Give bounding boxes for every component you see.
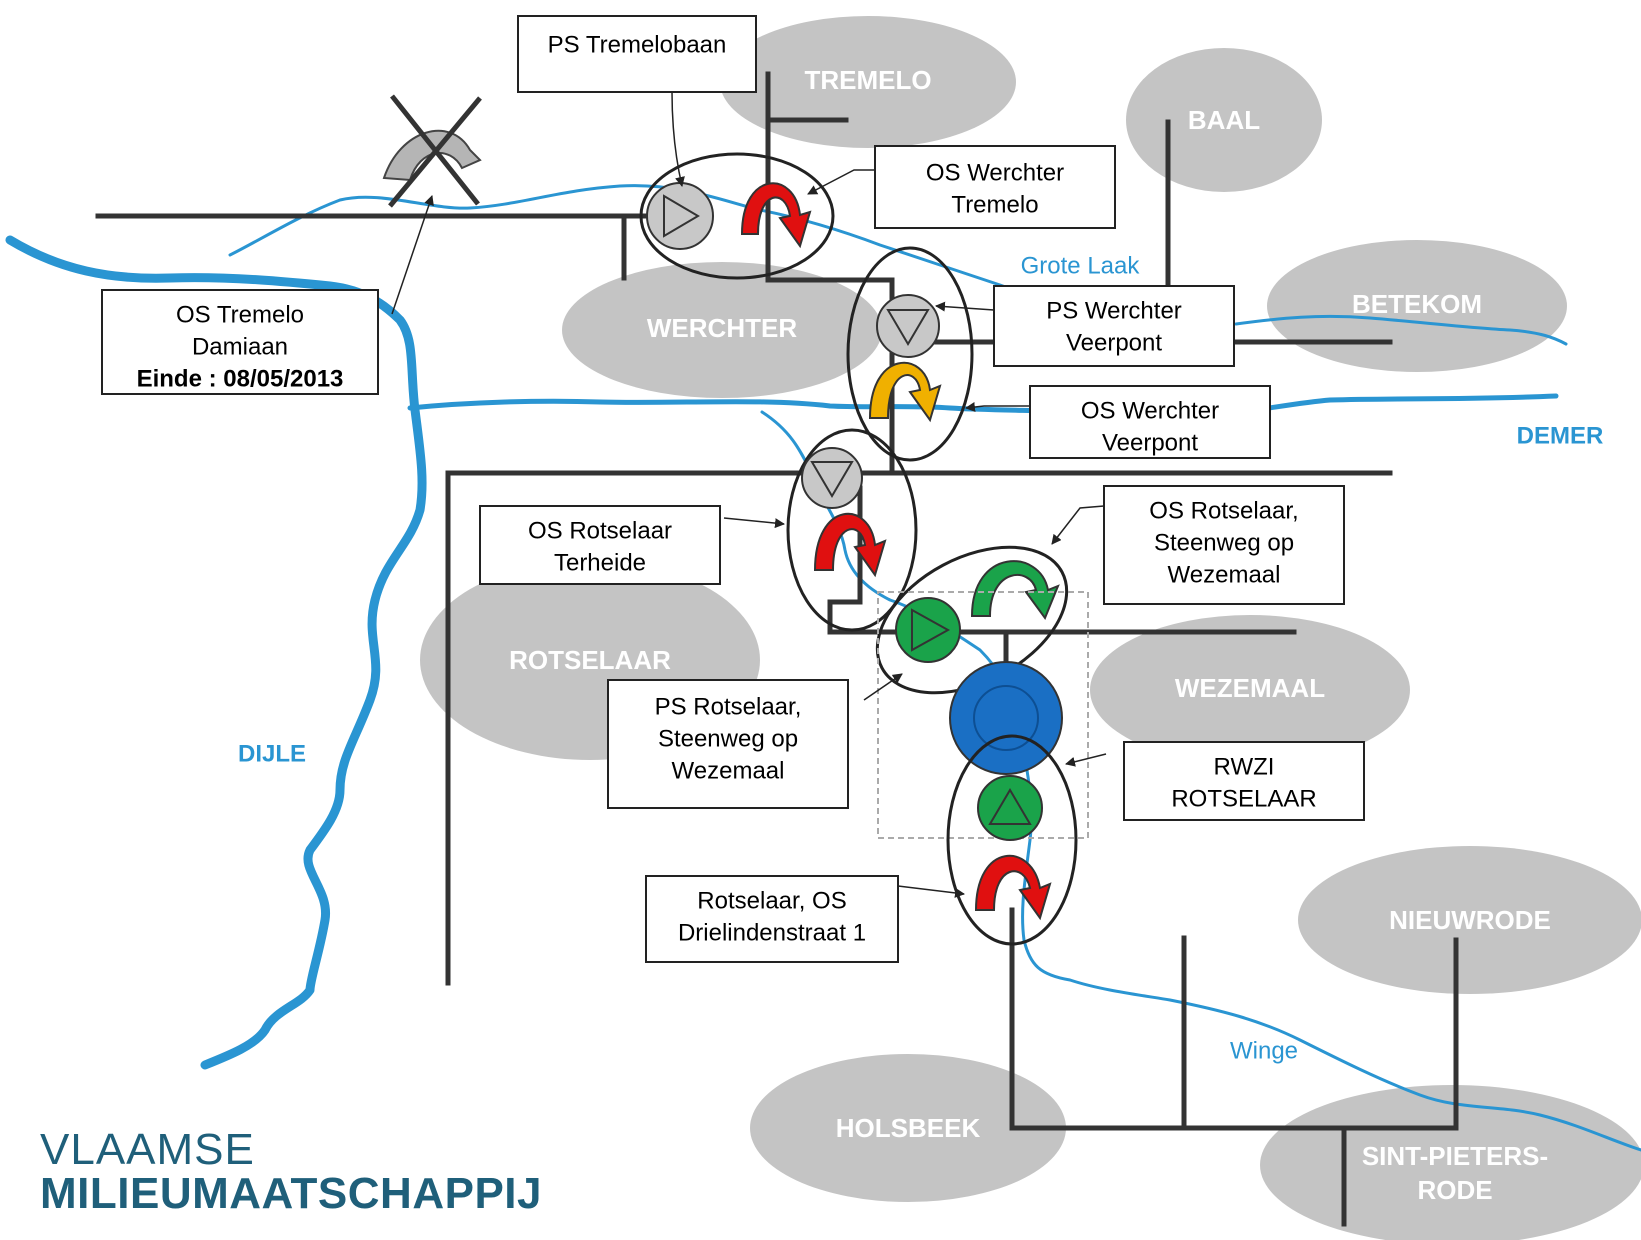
callout-text-ps-rotselaar-steenweg-1: PS Rotselaar, (655, 693, 802, 720)
callout-text-os-rotselaar-steenweg-1: OS Rotselaar, (1149, 497, 1298, 524)
town-baal: BAAL (1126, 48, 1322, 192)
callout-text-ps-tremelobaan: PS Tremelobaan (548, 31, 727, 58)
pump-icon-ps-werchter-veerpont (876, 294, 940, 358)
river-dijle-demer-link (407, 393, 1559, 420)
town-label-wezemaal: WEZEMAAL (1175, 673, 1325, 703)
station-werchter-veerpont-group[interactable] (846, 246, 974, 462)
callout-text-ps-werchter-veerpont-2: Veerpont (1066, 329, 1162, 356)
callout-text-os-werchter-tremelo-2: Tremelo (951, 191, 1038, 218)
callout-ps-rotselaar-steenweg[interactable]: PS Rotselaar, Steenweg op Wezemaal (607, 673, 903, 809)
callout-os-werchter-tremelo[interactable]: OS Werchter Tremelo (807, 145, 1116, 229)
town-label-baal: BAAL (1188, 105, 1260, 135)
vmm-logo: VLAAMSE MILIEUMAATSCHAPPIJ (40, 1128, 542, 1216)
callout-text-rwzi-rotselaar-2: ROTSELAAR (1171, 785, 1316, 812)
town-werchter: WERCHTER (562, 262, 882, 398)
station-rotselaar-terheide-group[interactable] (786, 428, 918, 632)
town-label-betekom: BETEKOM (1352, 289, 1482, 319)
river-betekom-stream (1234, 314, 1568, 346)
callout-text-os-werchter-veerpont-2: Veerpont (1102, 429, 1198, 456)
overflow-arrow-icon-os-rotselaar-steenweg (970, 560, 1060, 621)
logo-line-1: VLAAMSE (40, 1125, 255, 1174)
pump-icon-terheide (801, 447, 863, 509)
pump-icon-ps-rotselaar-steenweg (895, 597, 961, 663)
town-label-sint-pieters-rode-1: SINT-PIETERS- (1362, 1141, 1548, 1171)
rwzi-site-boundary (877, 591, 1089, 839)
callout-text-ps-werchter-veerpont-1: PS Werchter (1046, 297, 1182, 324)
callout-text-os-rotselaar-terheide-1: OS Rotselaar (528, 517, 672, 544)
callout-text-os-rotselaar-terheide-2: Terheide (554, 549, 646, 576)
callout-text-rwzi-rotselaar-1: RWZI (1214, 753, 1275, 780)
callout-text-os-drielindenstraat-1: Rotselaar, OS (697, 887, 846, 914)
overflow-arrow-icon-os-werchter-tremelo (740, 182, 812, 249)
callout-text-os-tremelo-damiaan-2: Damiaan (192, 333, 288, 360)
town-sint-pieters-rode: SINT-PIETERS- RODE (1260, 1085, 1641, 1240)
town-wezemaal: WEZEMAAL (1090, 615, 1410, 765)
callout-os-rotselaar-steenweg[interactable]: OS Rotselaar, Steenweg op Wezemaal (1051, 485, 1345, 605)
callout-rwzi-rotselaar[interactable]: RWZI ROTSELAAR (1065, 741, 1365, 821)
river-label-demer: DEMER (1517, 422, 1604, 449)
cross-icon (388, 94, 482, 208)
decommissioned-overflow-damiaan (382, 94, 482, 208)
callout-os-tremelo-damiaan[interactable]: OS Tremelo Damiaan Einde : 08/05/2013 (101, 195, 434, 395)
town-betekom: BETEKOM (1267, 240, 1567, 372)
town-label-rotselaar: ROTSELAAR (509, 645, 671, 675)
town-label-holsbeek: HOLSBEEK (836, 1113, 981, 1143)
sewer-holsbeek (1009, 907, 1459, 1131)
callout-text-os-drielindenstraat-2: Drielindenstraat 1 (678, 919, 866, 946)
town-label-werchter: WERCHTER (647, 313, 797, 343)
callout-text-ps-rotselaar-steenweg-2: Steenweg op (658, 725, 798, 752)
callout-text-os-tremelo-damiaan-3: Einde : 08/05/2013 (137, 365, 344, 392)
callout-text-os-rotselaar-steenweg-2: Steenweg op (1154, 529, 1294, 556)
callout-text-os-werchter-tremelo-1: OS Werchter (926, 159, 1064, 186)
town-nieuwrode: NIEUWRODE (1298, 846, 1641, 994)
river-label-dijle: DIJLE (238, 740, 306, 767)
callout-os-rotselaar-terheide[interactable]: OS Rotselaar Terheide (479, 505, 785, 585)
river-rotselaar-stream (760, 410, 1641, 1152)
sewer-rotselaar-west (445, 470, 1393, 986)
overflow-arrow-icon-os-rotselaar-terheide (813, 512, 887, 578)
station-tremelobaan-group[interactable] (639, 152, 835, 280)
town-tremelo: TREMELO (720, 16, 1016, 148)
treatment-plant-icon-rwzi-rotselaar[interactable] (949, 661, 1063, 775)
station-drielindenstraat-group[interactable] (946, 734, 1078, 946)
callout-text-os-rotselaar-steenweg-3: Wezemaal (1168, 561, 1281, 588)
callout-ps-werchter-veerpont[interactable]: PS Werchter Veerpont (935, 285, 1235, 367)
callout-os-drielindenstraat[interactable]: Rotselaar, OS Drielindenstraat 1 (645, 875, 965, 963)
river-label-grote-laak: Grote Laak (1021, 252, 1141, 279)
logo-line-2: MILIEUMAATSCHAPPIJ (40, 1169, 542, 1218)
sewer-terheide-drop (827, 485, 1297, 635)
callout-text-os-werchter-veerpont-1: OS Werchter (1081, 397, 1219, 424)
river-dijle (5, 235, 427, 1070)
town-label-sint-pieters-rode-2: RODE (1417, 1175, 1492, 1205)
overflow-arrow-icon-os-werchter-veerpont (868, 361, 942, 423)
town-label-nieuwrode: NIEUWRODE (1389, 905, 1551, 935)
river-label-winge: Winge (1230, 1037, 1298, 1064)
pump-icon-drielindenstraat (977, 775, 1043, 841)
pump-icon-ps-tremelobaan (646, 182, 714, 250)
callout-text-os-tremelo-damiaan-1: OS Tremelo (176, 301, 304, 328)
callout-ps-tremelobaan[interactable]: PS Tremelobaan (517, 15, 757, 187)
overflow-arrow-icon-os-drielindenstraat (974, 854, 1052, 921)
town-label-tremelo: TREMELO (804, 65, 931, 95)
callout-os-werchter-veerpont[interactable]: OS Werchter Veerpont (965, 385, 1271, 459)
callout-text-ps-rotselaar-steenweg-3: Wezemaal (672, 757, 785, 784)
town-holsbeek: HOLSBEEK (750, 1054, 1066, 1202)
